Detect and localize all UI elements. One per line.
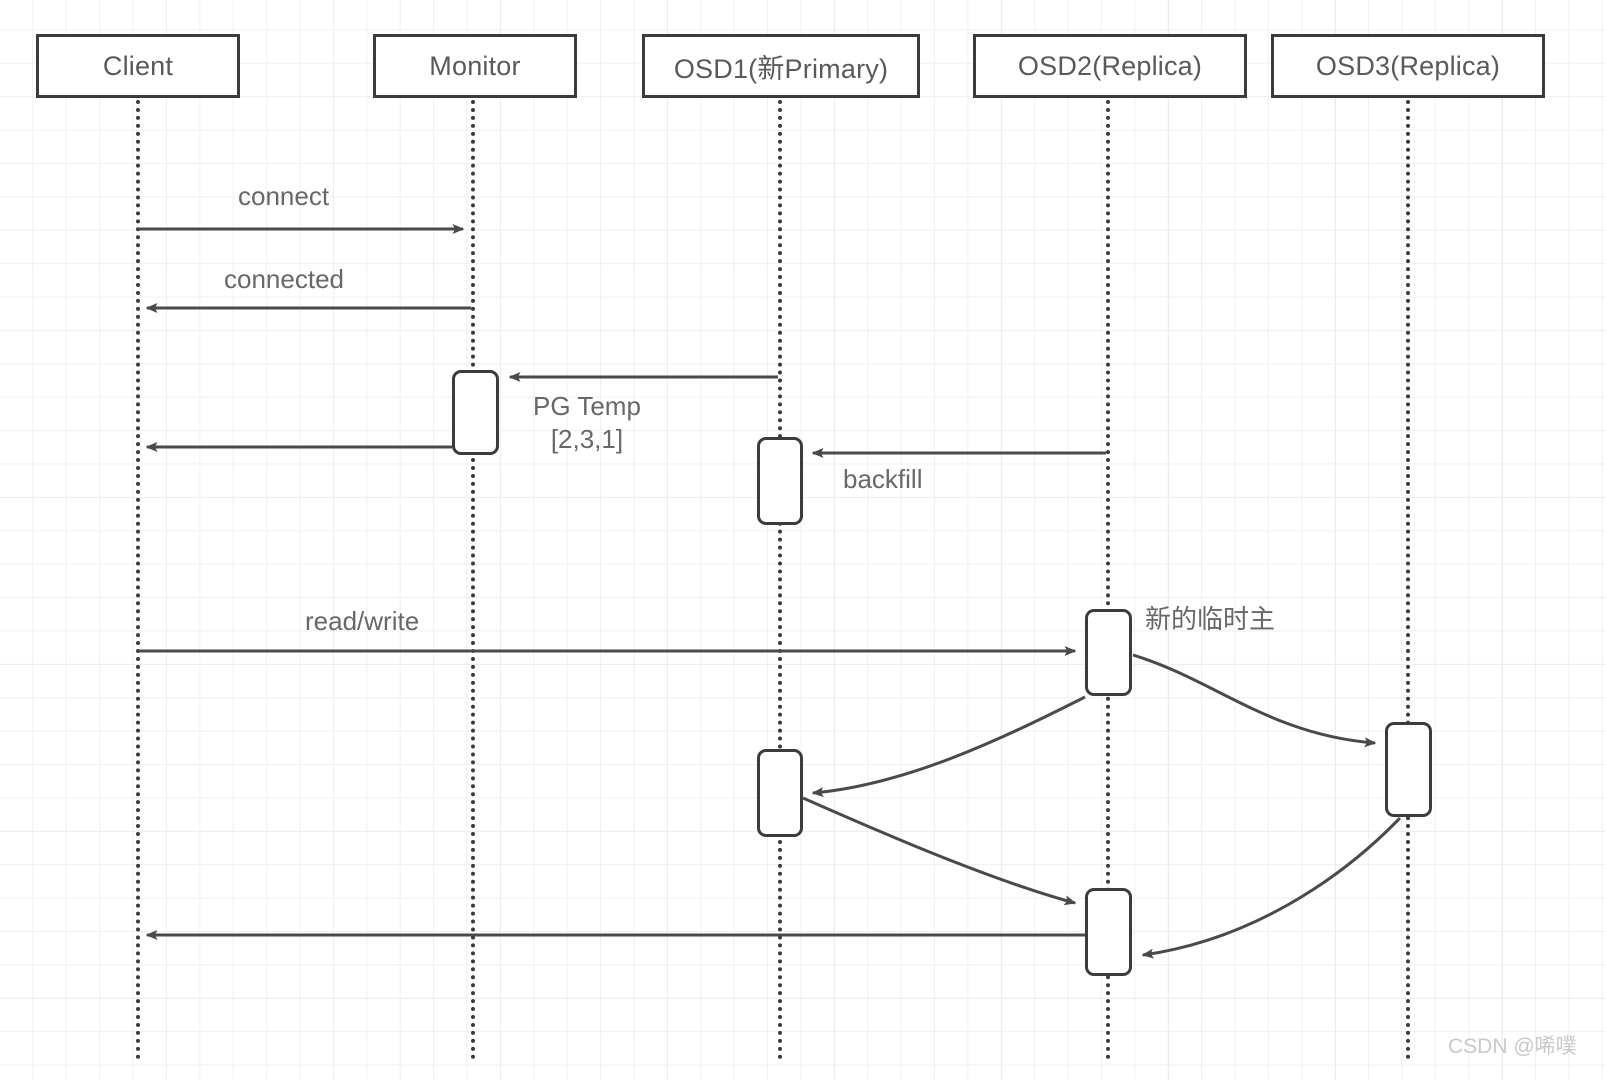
activation-osd2-temp-primary[interactable] bbox=[1085, 609, 1132, 696]
lifeline-osd3 bbox=[1406, 100, 1410, 1060]
message-label-read-write: read/write bbox=[305, 606, 420, 636]
activation-osd1-backfill[interactable] bbox=[757, 437, 803, 525]
message-label-backfill: backfill bbox=[843, 464, 923, 494]
message-label-pg-temp-line2: [2,3,1] bbox=[550, 423, 624, 454]
lifeline-head-client[interactable]: Client bbox=[36, 34, 240, 98]
lifeline-label-client: Client bbox=[102, 50, 174, 81]
activation-monitor-pg-temp[interactable] bbox=[452, 370, 499, 455]
arrow-osd2-to-osd1 bbox=[811, 695, 1086, 798]
lifeline-client bbox=[136, 100, 140, 1060]
csdn-watermark: CSDN @唏噗 bbox=[1448, 1035, 1577, 1058]
lifeline-head-osd2[interactable]: OSD2(Replica) bbox=[973, 34, 1247, 98]
activation-osd3-replicate[interactable] bbox=[1385, 722, 1432, 817]
annotation-new-temp-primary: 新的临时主 bbox=[1145, 604, 1276, 634]
lifeline-label-osd1: OSD1(新Primary) bbox=[673, 53, 889, 84]
lifeline-monitor bbox=[471, 100, 475, 1060]
lifeline-head-osd1[interactable]: OSD1(新Primary) bbox=[642, 34, 920, 98]
lifeline-head-monitor[interactable]: Monitor bbox=[373, 34, 577, 98]
message-label-pg-temp: PG Temp [2,3,1] bbox=[533, 390, 641, 455]
lifeline-label-osd2: OSD2(Replica) bbox=[1017, 50, 1203, 81]
lifeline-osd1 bbox=[778, 100, 782, 1060]
lifeline-label-monitor: Monitor bbox=[429, 50, 521, 81]
message-label-connected: connected bbox=[224, 264, 344, 294]
activation-osd2-commit[interactable] bbox=[1085, 888, 1132, 976]
lifeline-osd2 bbox=[1106, 100, 1110, 1060]
message-label-connect: connect bbox=[238, 181, 330, 211]
lifeline-head-osd3[interactable]: OSD3(Replica) bbox=[1271, 34, 1545, 98]
arrow-osd3-to-osd2 bbox=[1141, 816, 1402, 959]
activation-osd1-replicate[interactable] bbox=[757, 749, 803, 837]
lifeline-label-osd3: OSD3(Replica) bbox=[1315, 50, 1501, 81]
arrow-osd2-to-osd3 bbox=[1132, 653, 1377, 748]
arrow-osd1-to-osd2 bbox=[802, 796, 1077, 906]
message-label-pg-temp-line1: PG Temp bbox=[533, 391, 641, 421]
